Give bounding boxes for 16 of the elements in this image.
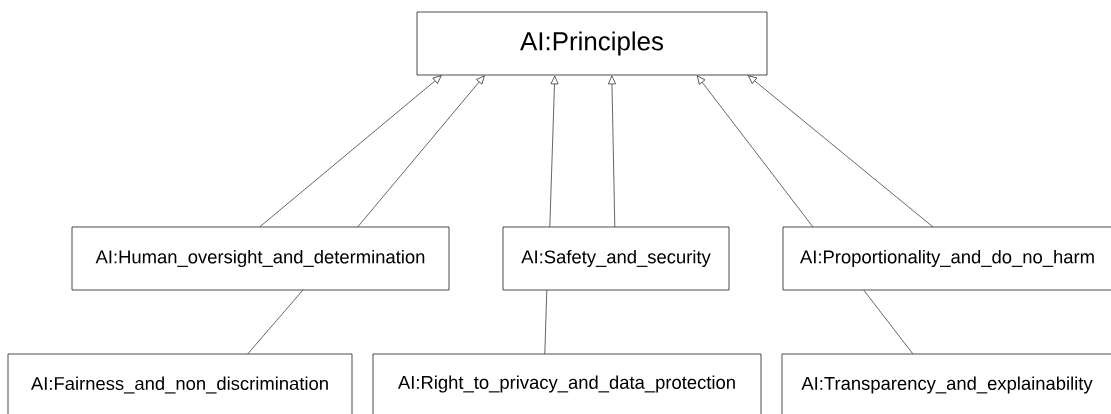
arrow bbox=[259, 75, 442, 228]
line bbox=[863, 289, 914, 355]
class-box: AI:Human_oversight_and_determination bbox=[71, 226, 450, 291]
line bbox=[544, 289, 548, 355]
arrow bbox=[608, 75, 616, 228]
class-box: AI:Principles bbox=[416, 11, 768, 76]
class-box: AI:Transparency_and_explainability bbox=[781, 353, 1111, 414]
class-box: AI:Proportionality_and_do_no_harm bbox=[782, 226, 1111, 291]
arrow bbox=[549, 75, 559, 228]
arrow bbox=[748, 75, 934, 228]
arrow bbox=[357, 75, 485, 228]
class-box: AI:Safety_and_security bbox=[502, 226, 730, 291]
arrow bbox=[696, 75, 814, 228]
class-box: AI:Right_to_privacy_and_data_protection bbox=[372, 353, 762, 414]
class-box: AI:Fairness_and_non_discrimination bbox=[7, 353, 353, 414]
line bbox=[247, 289, 304, 355]
